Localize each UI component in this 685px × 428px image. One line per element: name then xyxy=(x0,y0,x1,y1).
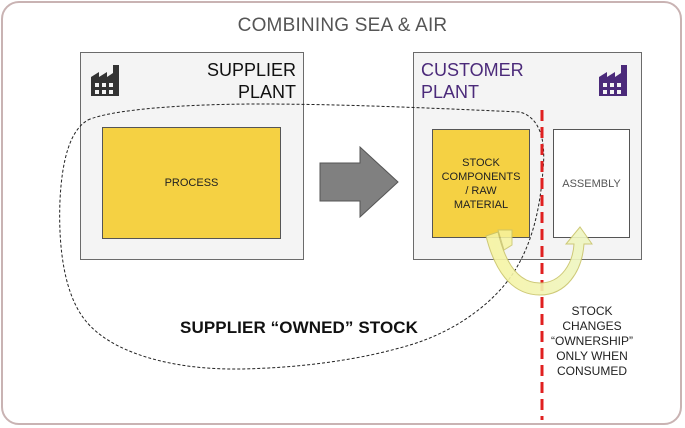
assembly-label: ASSEMBLY xyxy=(562,177,621,190)
stock-label-line-2: COMPONENTS xyxy=(441,170,521,183)
ownership-note-line-5: CONSUMED xyxy=(556,364,627,378)
customer-title-line-1: CUSTOMER xyxy=(421,60,524,80)
stock-label-line-3: / RAW xyxy=(465,184,497,197)
supplier-title-line-2: PLANT xyxy=(237,82,296,102)
process-label: PROCESS xyxy=(164,177,219,189)
assembly-box: ASSEMBLY xyxy=(553,129,630,238)
ownership-note-line-2: CHANGES xyxy=(562,319,622,333)
customer-plant: CUSTOMER PLANT STOCK COMPONENTS / RAW MA… xyxy=(413,52,642,260)
flow-arrow xyxy=(319,145,399,219)
process-box: PROCESS xyxy=(102,127,281,239)
consumption-arrow xyxy=(485,226,593,296)
factory-icon xyxy=(599,65,627,96)
customer-title-line-2: PLANT xyxy=(421,82,480,102)
ownership-note-line-1: STOCK xyxy=(571,304,613,318)
supplier-owned-stock-label: SUPPLIER “OWNED” STOCK xyxy=(180,318,419,337)
customer-plant-title: CUSTOMER PLANT xyxy=(421,59,524,103)
supplier-title-line-1: SUPPLIER xyxy=(206,60,296,80)
factory-icon xyxy=(91,65,119,96)
supplier-plant: SUPPLIER PLANT PROCESS xyxy=(80,52,304,260)
diagram-title: COMBINING SEA & AIR xyxy=(237,15,448,36)
stock-components-box: STOCK COMPONENTS / RAW MATERIAL xyxy=(432,129,530,238)
supplier-plant-title: SUPPLIER PLANT xyxy=(207,59,296,103)
stock-label-line-4: MATERIAL xyxy=(453,198,509,211)
consumption-arrow-tail xyxy=(497,229,513,251)
ownership-note-line-3: “OWNERSHIP” xyxy=(551,334,633,348)
stock-label-line-1: STOCK xyxy=(462,156,500,169)
supplier-owned-boundary xyxy=(59,103,545,370)
ownership-note: STOCK CHANGES “OWNERSHIP” ONLY WHEN CONS… xyxy=(527,304,657,379)
ownership-note-line-4: ONLY WHEN xyxy=(556,349,628,363)
